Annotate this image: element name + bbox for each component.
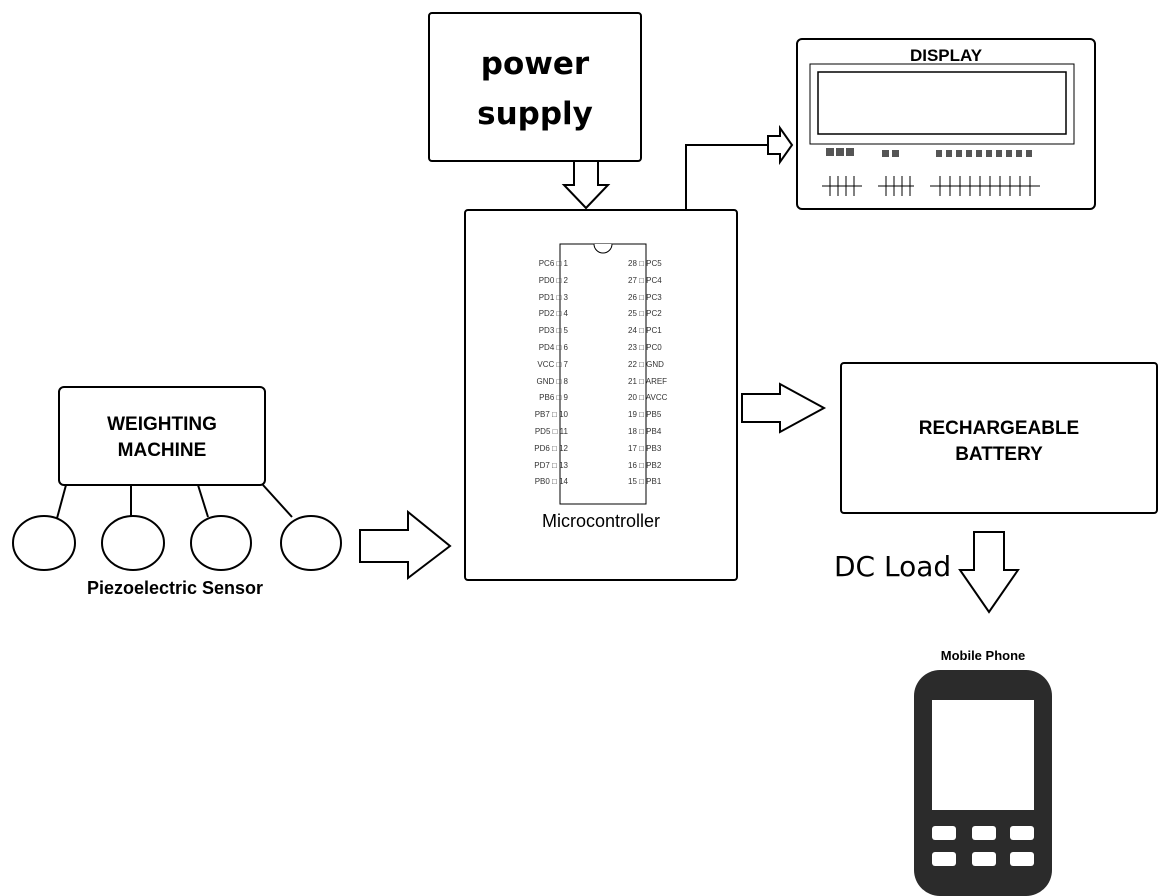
ic-pin-label: PD2 □ 4 xyxy=(538,309,568,319)
phone-keypad xyxy=(932,826,1034,866)
display-box: DISPLAY xyxy=(796,38,1096,210)
weighting-machine-line2: MACHINE xyxy=(117,440,207,461)
piezo-sensor xyxy=(190,515,252,571)
ic-pin-label: 17 □ PB3 xyxy=(628,443,662,453)
sensor-arrow xyxy=(359,509,452,581)
ic-pin-label: PB6 □ 9 xyxy=(539,393,568,403)
lcd-pins xyxy=(822,176,1040,196)
ic-pin-label: 26 □ PC3 xyxy=(628,292,662,302)
display-connector xyxy=(685,144,768,210)
display-title: DISPLAY xyxy=(909,46,983,65)
ic-pin-label: PD1 □ 3 xyxy=(538,292,568,302)
sensor-connectors xyxy=(55,484,293,523)
power-arrow xyxy=(561,159,611,210)
ic-pin-label: PB7 □ 10 xyxy=(534,410,568,420)
ic-pin-label: 27 □ PC4 xyxy=(628,275,662,285)
ic-chip xyxy=(559,243,647,505)
battery-arrow xyxy=(741,382,827,434)
piezo-sensors xyxy=(12,515,342,571)
weighting-machine-box: WEIGHTING MACHINE xyxy=(58,386,266,486)
piezo-sensor xyxy=(12,515,76,571)
ic-pin-label: 16 □ PB2 xyxy=(628,460,662,470)
power-supply-line1: power xyxy=(480,46,590,82)
battery-box: RECHARGEABLE BATTERY xyxy=(840,362,1158,514)
ic-pin-label: 15 □ PB1 xyxy=(628,477,662,487)
piezo-sensor-label: Piezoelectric Sensor xyxy=(86,578,264,598)
ic-pin-label: 21 □ AREF xyxy=(628,376,668,386)
ic-pin-label: 25 □ PC2 xyxy=(628,309,662,319)
battery-line1: RECHARGEABLE xyxy=(918,418,1080,439)
ic-pin-label: 23 □ PC0 xyxy=(628,343,662,352)
ic-pin-label: PD4 □ 6 xyxy=(538,343,568,352)
ic-pin-label: 28 □ PC5 xyxy=(628,259,662,268)
ic-pin-label: 20 □ AVCC xyxy=(628,393,668,403)
ic-pin-label: VCC □ 7 xyxy=(537,359,568,369)
power-supply-box: power supply xyxy=(428,12,642,162)
ic-pin-label: 22 □ GND xyxy=(628,359,664,369)
display-arrow xyxy=(767,124,794,166)
phone-screen xyxy=(932,700,1034,810)
ic-pin-label: 19 □ PB5 xyxy=(628,410,662,420)
ic-pin-label: PC6 □ 1 xyxy=(538,259,568,268)
ic-pin-label: PD7 □ 13 xyxy=(534,460,568,470)
phone-icon xyxy=(914,670,1052,896)
piezo-sensor xyxy=(280,515,342,571)
lcd-pin-marks xyxy=(826,148,1032,157)
ic-notch xyxy=(593,243,613,254)
ic-pin-label: PB0 □ 14 xyxy=(534,477,568,487)
microcontroller-box: Microcontroller xyxy=(464,209,738,581)
ic-pin-label: PD0 □ 2 xyxy=(538,275,568,285)
ic-pin-label: GND □ 8 xyxy=(536,376,568,386)
ic-pin-label: PD5 □ 11 xyxy=(534,427,568,436)
power-supply-line2: supply xyxy=(477,96,593,132)
ic-pin-label: 18 □ PB4 xyxy=(628,427,662,436)
ic-pin-label: PD3 □ 5 xyxy=(538,326,568,336)
dc-load-label: DC Load xyxy=(834,550,952,583)
microcontroller-label: Microcontroller xyxy=(541,511,661,531)
load-arrow xyxy=(958,531,1020,614)
ic-pin-label: 24 □ PC1 xyxy=(628,326,662,336)
lcd-screen xyxy=(817,71,1067,135)
ic-pin-label: PD6 □ 12 xyxy=(534,443,568,453)
mobile-phone-label: Mobile Phone xyxy=(940,648,1026,663)
battery-line2: BATTERY xyxy=(955,444,1043,465)
weighting-machine-line1: WEIGHTING xyxy=(107,414,217,435)
piezo-sensor xyxy=(101,515,165,571)
